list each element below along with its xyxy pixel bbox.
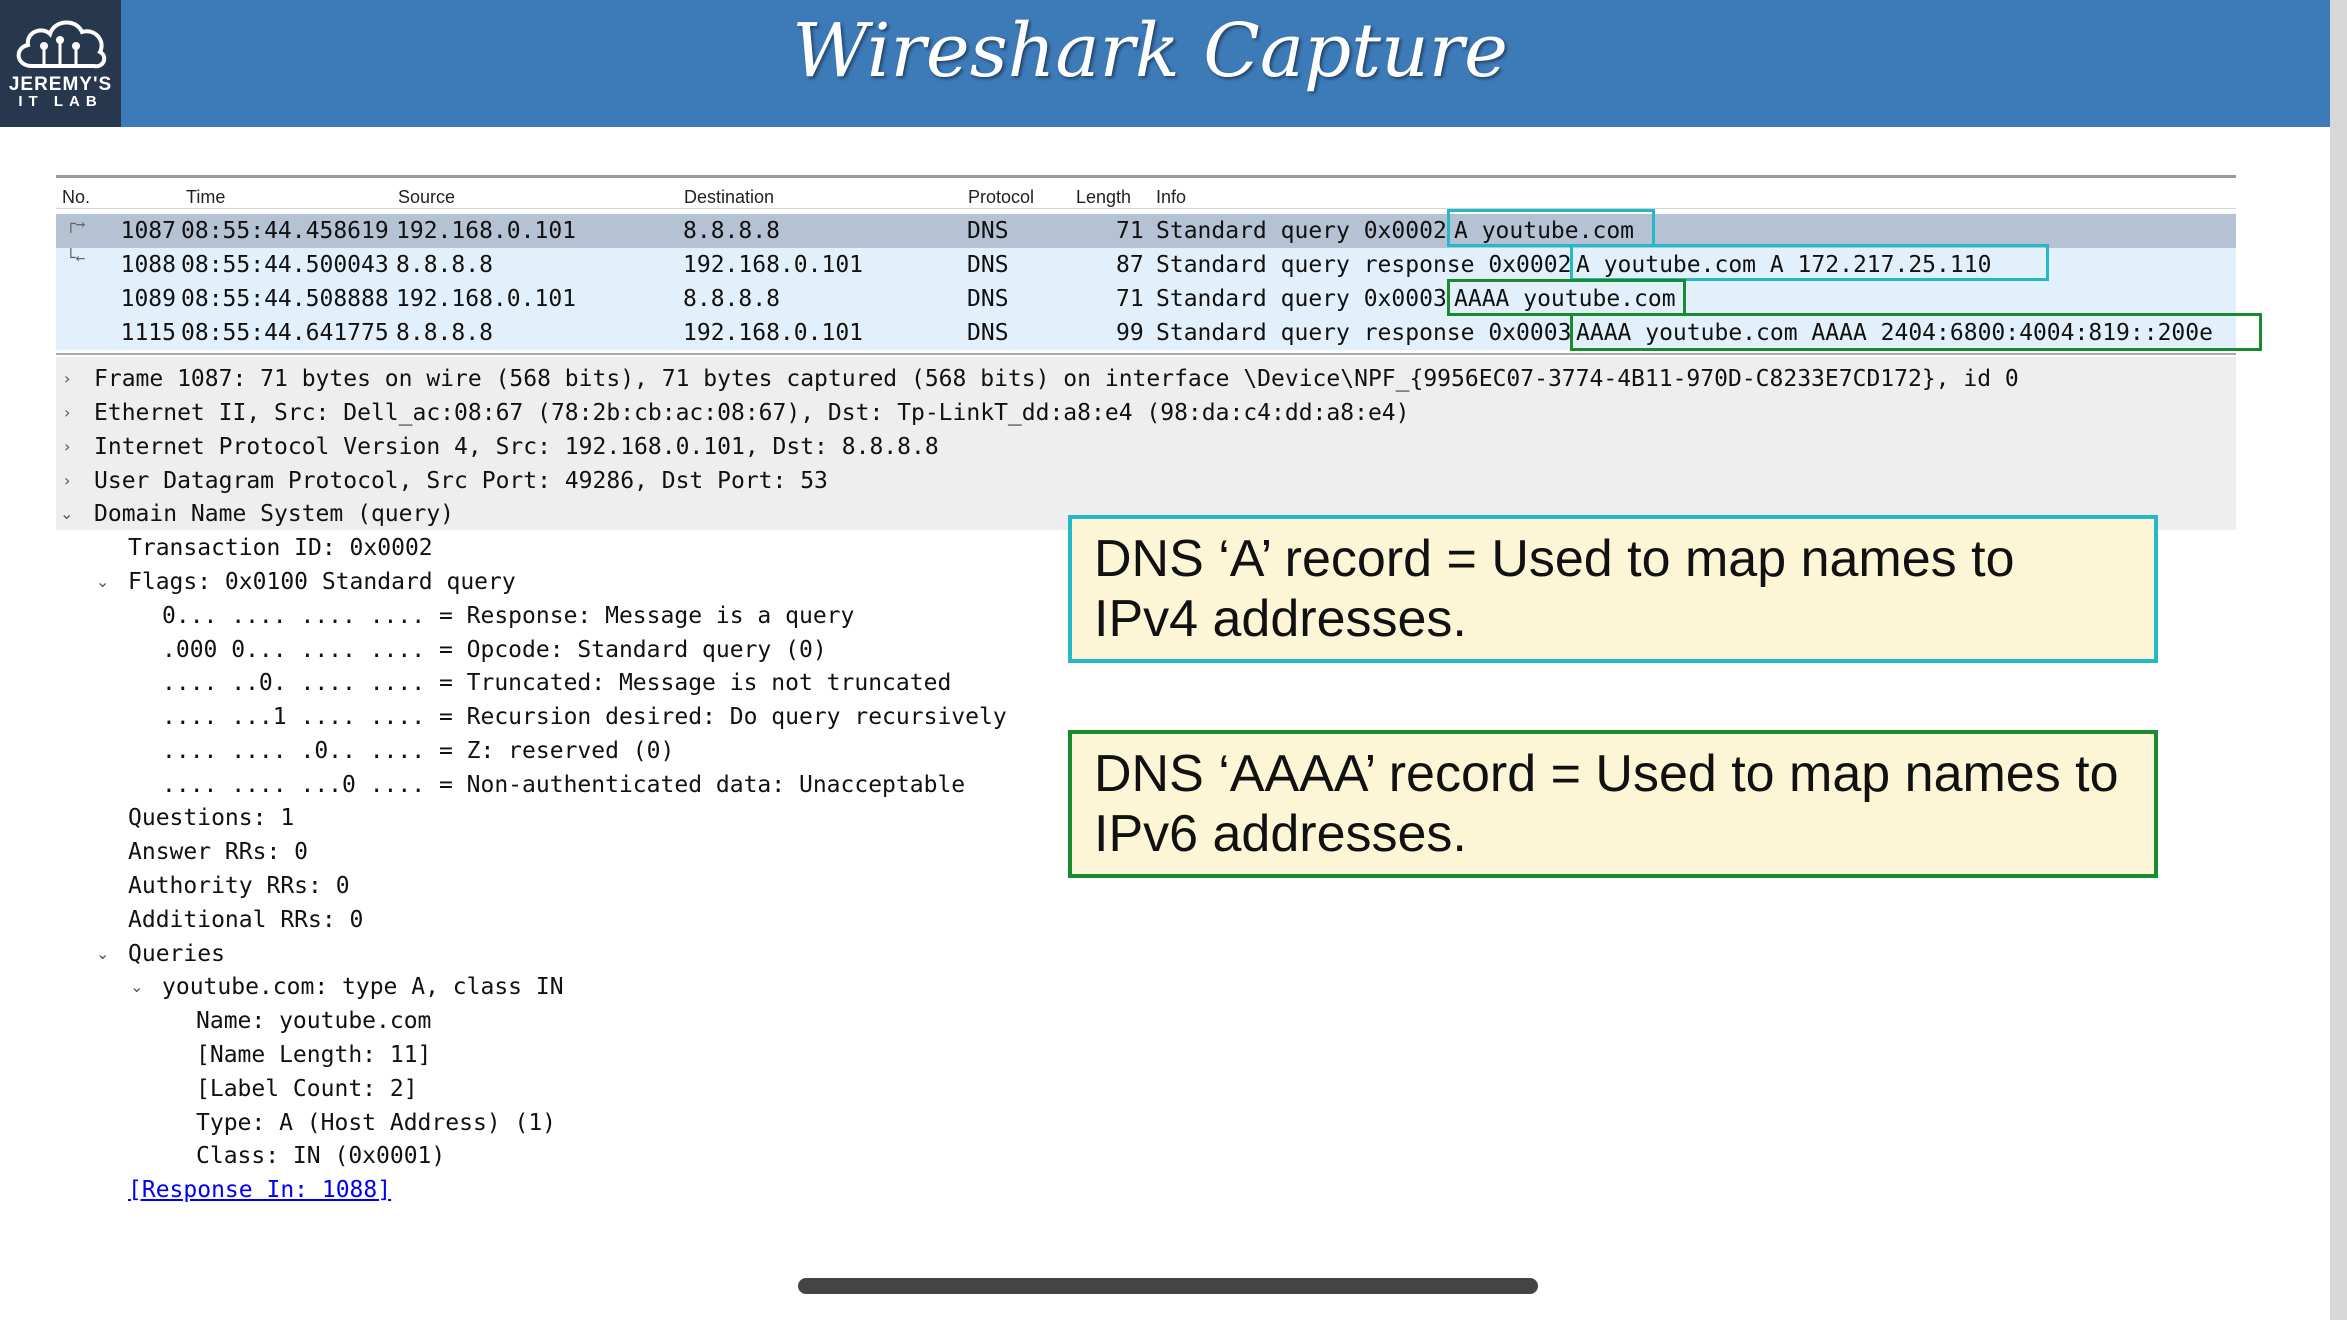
packet-length: 71 bbox=[1116, 218, 1144, 244]
packet-destination: 192.168.0.101 bbox=[683, 320, 864, 346]
detail-flag-truncated[interactable]: .... ..0. .... .... = Truncated: Message… bbox=[162, 670, 952, 696]
detail-flag-auth[interactable]: .... .... ...0 .... = Non-authenticated … bbox=[162, 772, 966, 798]
packet-destination: 8.8.8.8 bbox=[683, 286, 780, 312]
column-protocol[interactable]: Protocol bbox=[968, 187, 1035, 207]
packet-info-prefix: Standard query 0x0003 bbox=[1156, 286, 1447, 312]
home-indicator-bar[interactable] bbox=[798, 1278, 1538, 1294]
packet-source: 192.168.0.101 bbox=[396, 218, 577, 244]
packet-list[interactable]: No. Time Source Destination Protocol Len… bbox=[56, 175, 2262, 358]
response-in-link[interactable]: [Response In: 1088] bbox=[128, 1177, 392, 1203]
column-info[interactable]: Info bbox=[1156, 187, 1187, 207]
detail-flag-z[interactable]: .... .... .0.. .... = Z: reserved (0) bbox=[162, 738, 675, 764]
detail-ip[interactable]: Internet Protocol Version 4, Src: 192.16… bbox=[94, 434, 939, 460]
packet-source: 8.8.8.8 bbox=[396, 320, 493, 346]
detail-transaction-id[interactable]: Transaction ID: 0x0002 bbox=[128, 535, 433, 561]
packet-no: 1087 bbox=[120, 218, 176, 244]
detail-flag-recursion[interactable]: .... ...1 .... .... = Recursion desired:… bbox=[162, 704, 1007, 730]
cloud-network-icon bbox=[16, 20, 107, 69]
packet-row-1087[interactable]: ┌→ 1087 08:55:44.458619 192.168.0.101 8.… bbox=[56, 214, 2236, 248]
chevron-right-icon[interactable]: › bbox=[64, 369, 71, 388]
packet-protocol: DNS bbox=[967, 320, 1009, 346]
packet-row-1088[interactable]: └← 1088 08:55:44.500043 8.8.8.8 192.168.… bbox=[56, 248, 2236, 282]
packet-destination: 192.168.0.101 bbox=[683, 252, 864, 278]
detail-q-name-length[interactable]: [Name Length: 11] bbox=[196, 1042, 432, 1068]
detail-answer-rrs[interactable]: Answer RRs: 0 bbox=[128, 839, 309, 865]
slide-title: Wireshark Capture bbox=[792, 8, 1508, 94]
chevron-right-icon[interactable]: › bbox=[64, 437, 71, 456]
packet-protocol: DNS bbox=[967, 218, 1009, 244]
packet-no: 1089 bbox=[120, 286, 176, 312]
packet-source: 8.8.8.8 bbox=[396, 252, 493, 278]
detail-dns[interactable]: Domain Name System (query) bbox=[94, 501, 455, 527]
detail-frame[interactable]: Frame 1087: 71 bytes on wire (568 bits),… bbox=[94, 366, 2019, 392]
chevron-down-icon[interactable]: ⌄ bbox=[96, 944, 110, 963]
detail-q-name[interactable]: Name: youtube.com bbox=[196, 1008, 432, 1034]
chevron-down-icon[interactable]: ⌄ bbox=[96, 572, 110, 591]
packet-length: 99 bbox=[1116, 320, 1144, 346]
chevron-down-icon[interactable]: ⌄ bbox=[130, 977, 144, 996]
packet-no: 1088 bbox=[120, 252, 176, 278]
a-query-highlight-box bbox=[1447, 209, 1655, 247]
packet-length: 71 bbox=[1116, 286, 1144, 312]
a-record-callout: DNS ‘A’ record = Used to map names to IP… bbox=[1068, 515, 2158, 663]
packet-info-prefix: Standard query response 0x0003 bbox=[1156, 320, 1572, 346]
packet-time: 08:55:44.641775 bbox=[181, 320, 389, 346]
packet-info-prefix: Standard query 0x0002 bbox=[1156, 218, 1447, 244]
detail-authority-rrs[interactable]: Authority RRs: 0 bbox=[128, 873, 350, 899]
aaaa-query-highlight-box bbox=[1447, 279, 1686, 316]
window-edge bbox=[2330, 0, 2347, 1320]
packet-time: 08:55:44.500043 bbox=[181, 252, 389, 278]
packet-row-1089[interactable]: 1089 08:55:44.508888 192.168.0.101 8.8.8… bbox=[56, 282, 2236, 316]
detail-query-item[interactable]: youtube.com: type A, class IN bbox=[162, 974, 564, 1000]
packet-source: 192.168.0.101 bbox=[396, 286, 577, 312]
packet-time: 08:55:44.508888 bbox=[181, 286, 389, 312]
chevron-right-icon[interactable]: › bbox=[64, 471, 71, 490]
packet-info-record: AAAA youtube.com AAAA 2404:6800:4004:819… bbox=[1576, 320, 2213, 346]
packet-protocol: DNS bbox=[967, 286, 1009, 312]
column-time[interactable]: Time bbox=[186, 187, 226, 207]
detail-flag-response[interactable]: 0... .... .... .... = Response: Message … bbox=[162, 603, 855, 629]
detail-header-shade bbox=[56, 357, 2236, 530]
pane-separator[interactable] bbox=[56, 353, 2236, 355]
chevron-right-icon[interactable]: › bbox=[64, 403, 71, 422]
detail-ethernet[interactable]: Ethernet II, Src: Dell_ac:08:67 (78:2b:c… bbox=[94, 400, 1410, 426]
request-arrow-icon: ┌→ bbox=[66, 214, 86, 233]
packet-no: 1115 bbox=[120, 320, 176, 346]
packet-info-prefix: Standard query response 0x0002 bbox=[1156, 252, 1572, 278]
logo-line-1: JEREMY'S bbox=[8, 74, 113, 95]
detail-q-label-count[interactable]: [Label Count: 2] bbox=[196, 1076, 418, 1102]
detail-additional-rrs[interactable]: Additional RRs: 0 bbox=[128, 907, 364, 933]
column-destination[interactable]: Destination bbox=[684, 187, 775, 207]
packet-time: 08:55:44.458619 bbox=[181, 218, 389, 244]
detail-q-class[interactable]: Class: IN (0x0001) bbox=[196, 1143, 446, 1169]
chevron-down-icon[interactable]: ⌄ bbox=[60, 504, 74, 523]
detail-flags[interactable]: Flags: 0x0100 Standard query bbox=[128, 569, 516, 595]
packet-row-1115[interactable]: 1115 08:55:44.641775 8.8.8.8 192.168.0.1… bbox=[56, 316, 2236, 350]
packet-list-header: No. Time Source Destination Protocol Len… bbox=[56, 178, 2236, 209]
aaaa-response-highlight-box bbox=[1570, 313, 2262, 351]
packet-protocol: DNS bbox=[967, 252, 1009, 278]
packet-destination: 8.8.8.8 bbox=[683, 218, 780, 244]
detail-questions[interactable]: Questions: 1 bbox=[128, 805, 295, 831]
column-source[interactable]: Source bbox=[398, 187, 456, 207]
detail-q-type[interactable]: Type: A (Host Address) (1) bbox=[196, 1110, 557, 1136]
column-length[interactable]: Length bbox=[1076, 187, 1132, 207]
column-no[interactable]: No. bbox=[62, 187, 91, 207]
packet-info-record: A youtube.com bbox=[1454, 218, 1635, 244]
logo-line-2: IT LAB bbox=[18, 93, 103, 110]
aaaa-record-callout: DNS ‘AAAA’ record = Used to map names to… bbox=[1068, 730, 2158, 878]
detail-queries[interactable]: Queries bbox=[128, 941, 225, 967]
response-arrow-icon: └← bbox=[66, 248, 86, 267]
packet-info-record: A youtube.com A 172.217.25.110 bbox=[1576, 252, 1992, 278]
packet-info-record: AAAA youtube.com bbox=[1454, 286, 1676, 312]
jeremys-it-lab-logo: JEREMY'S IT LAB bbox=[0, 0, 121, 127]
detail-udp[interactable]: User Datagram Protocol, Src Port: 49286,… bbox=[94, 468, 828, 494]
a-response-highlight-box bbox=[1570, 244, 2049, 281]
slide-header: JEREMY'S IT LAB Wireshark Capture bbox=[0, 0, 2330, 127]
detail-flag-opcode[interactable]: .000 0... .... .... = Opcode: Standard q… bbox=[162, 637, 827, 663]
packet-length: 87 bbox=[1116, 252, 1144, 278]
